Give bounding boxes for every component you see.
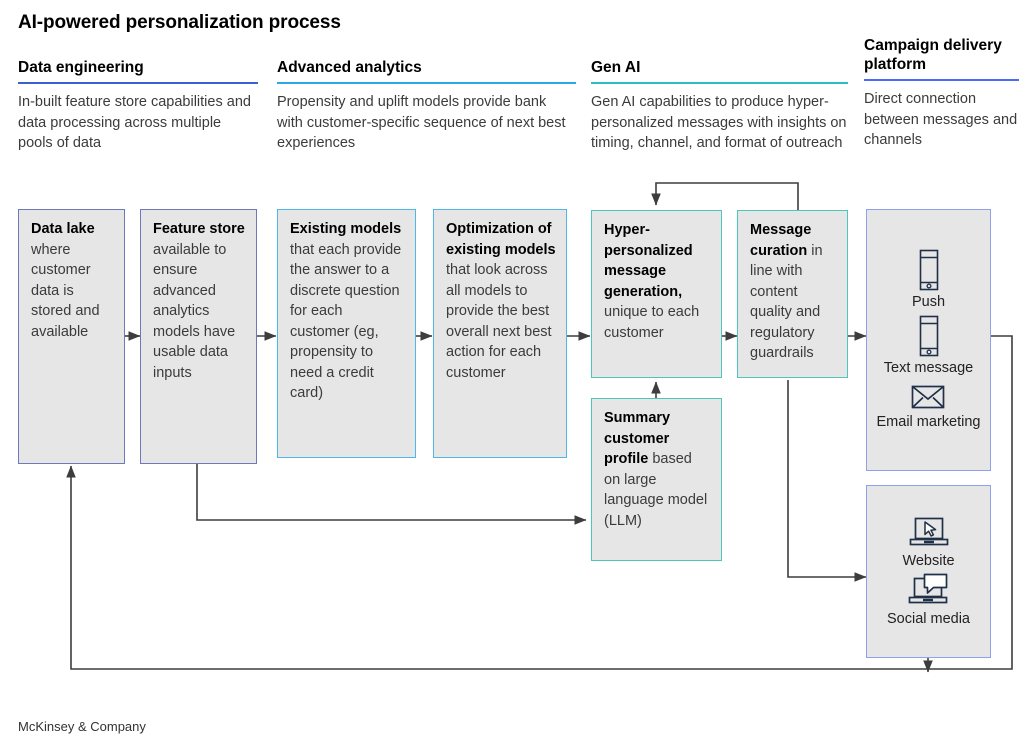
column-rule [591, 82, 848, 84]
column-title: Advanced analytics [277, 59, 422, 76]
process-box-optimization-of-existing-models[interactable]: Optimization of existing models that loo… [433, 209, 567, 458]
column-title: Gen AI [591, 59, 641, 76]
process-box-existing-models[interactable]: Existing models that each provide the an… [277, 209, 416, 458]
column-rule [277, 82, 576, 84]
channel-group-digital-channels[interactable]: Website Social media [866, 485, 991, 658]
box-rest: based on large language model (LLM) [604, 451, 708, 529]
envelope-icon [908, 380, 948, 412]
laptop-chat-icon [905, 573, 951, 609]
box-rest: unique to each customer [604, 304, 700, 341]
column-rule [864, 79, 1019, 81]
laptop-cursor-icon [906, 515, 952, 551]
box-lead: Summary customer profile [604, 410, 671, 467]
process-box-hyper-personalized-message-generation[interactable]: Hyper-personalized message generation, u… [591, 210, 722, 378]
column-rule [18, 82, 258, 84]
channel-label: Email marketing [876, 414, 981, 430]
channel-text-message[interactable]: Text message [884, 314, 973, 378]
phone-icon [914, 248, 944, 292]
process-box-message-curation[interactable]: Message curation in line with content qu… [737, 210, 848, 378]
footer-attribution: McKinsey & Company [18, 719, 146, 734]
box-rest: that each provide the answer to a discre… [290, 241, 402, 402]
arrow-feature-store-to-summary-profile [196, 463, 587, 525]
arrow-message-curation-feedback-to-hyper-personalized [651, 182, 799, 210]
box-lead: Feature store [153, 221, 245, 237]
process-box-feature-store[interactable]: Feature store available to ensure advanc… [140, 209, 257, 464]
box-rest: available to ensure advanced analytics m… [153, 241, 236, 381]
process-box-data-lake[interactable]: Data lake where customer data is stored … [18, 209, 125, 464]
column-description: In-built feature store capabilities and … [18, 94, 251, 151]
channel-label: Social media [886, 610, 970, 627]
box-lead: Optimization of existing models [446, 221, 556, 258]
channel-group-messaging-channels[interactable]: Push Text message Email m [866, 209, 991, 471]
box-rest: in line with content quality and regulat… [750, 242, 823, 362]
channel-push[interactable]: Push [912, 248, 945, 312]
column-title: Campaign delivery platform [864, 37, 1002, 73]
column-header-campaign-delivery-platform: Campaign delivery platform Direct connec… [864, 36, 1019, 151]
process-box-summary-customer-profile[interactable]: Summary customer profile based on large … [591, 398, 722, 561]
channel-social-media[interactable]: Social media [887, 573, 970, 629]
arrow-message-curation-to-digital-channels [787, 380, 867, 582]
box-rest: where customer data is stored and availa… [31, 241, 100, 340]
column-header-data-engineering: Data engineering In-built feature store … [18, 58, 258, 154]
box-lead: Hyper-personalized message generation, [604, 222, 693, 300]
box-lead: Message curation [750, 222, 812, 259]
channel-website[interactable]: Website [902, 515, 955, 571]
column-header-gen-ai: Gen AI Gen AI capabilities to produce hy… [591, 58, 848, 154]
box-lead: Data lake [31, 221, 95, 237]
phone-icon [914, 314, 944, 358]
column-header-advanced-analytics: Advanced analytics Propensity and uplift… [277, 58, 576, 154]
channel-label: Push [911, 294, 946, 310]
column-description: Propensity and uplift models provide ban… [277, 94, 566, 151]
box-rest: that look across all models to provide t… [446, 262, 552, 381]
channel-label: Text message [883, 360, 974, 376]
column-title: Data engineering [18, 59, 144, 76]
channel-label: Website [902, 552, 955, 569]
column-description: Direct connection between messages and c… [864, 91, 1018, 148]
page-title: AI-powered personalization process [18, 12, 341, 33]
column-description: Gen AI capabilities to produce hyper-per… [591, 94, 847, 151]
box-lead: Existing models [290, 221, 402, 237]
channel-email-marketing[interactable]: Email marketing [876, 380, 981, 432]
